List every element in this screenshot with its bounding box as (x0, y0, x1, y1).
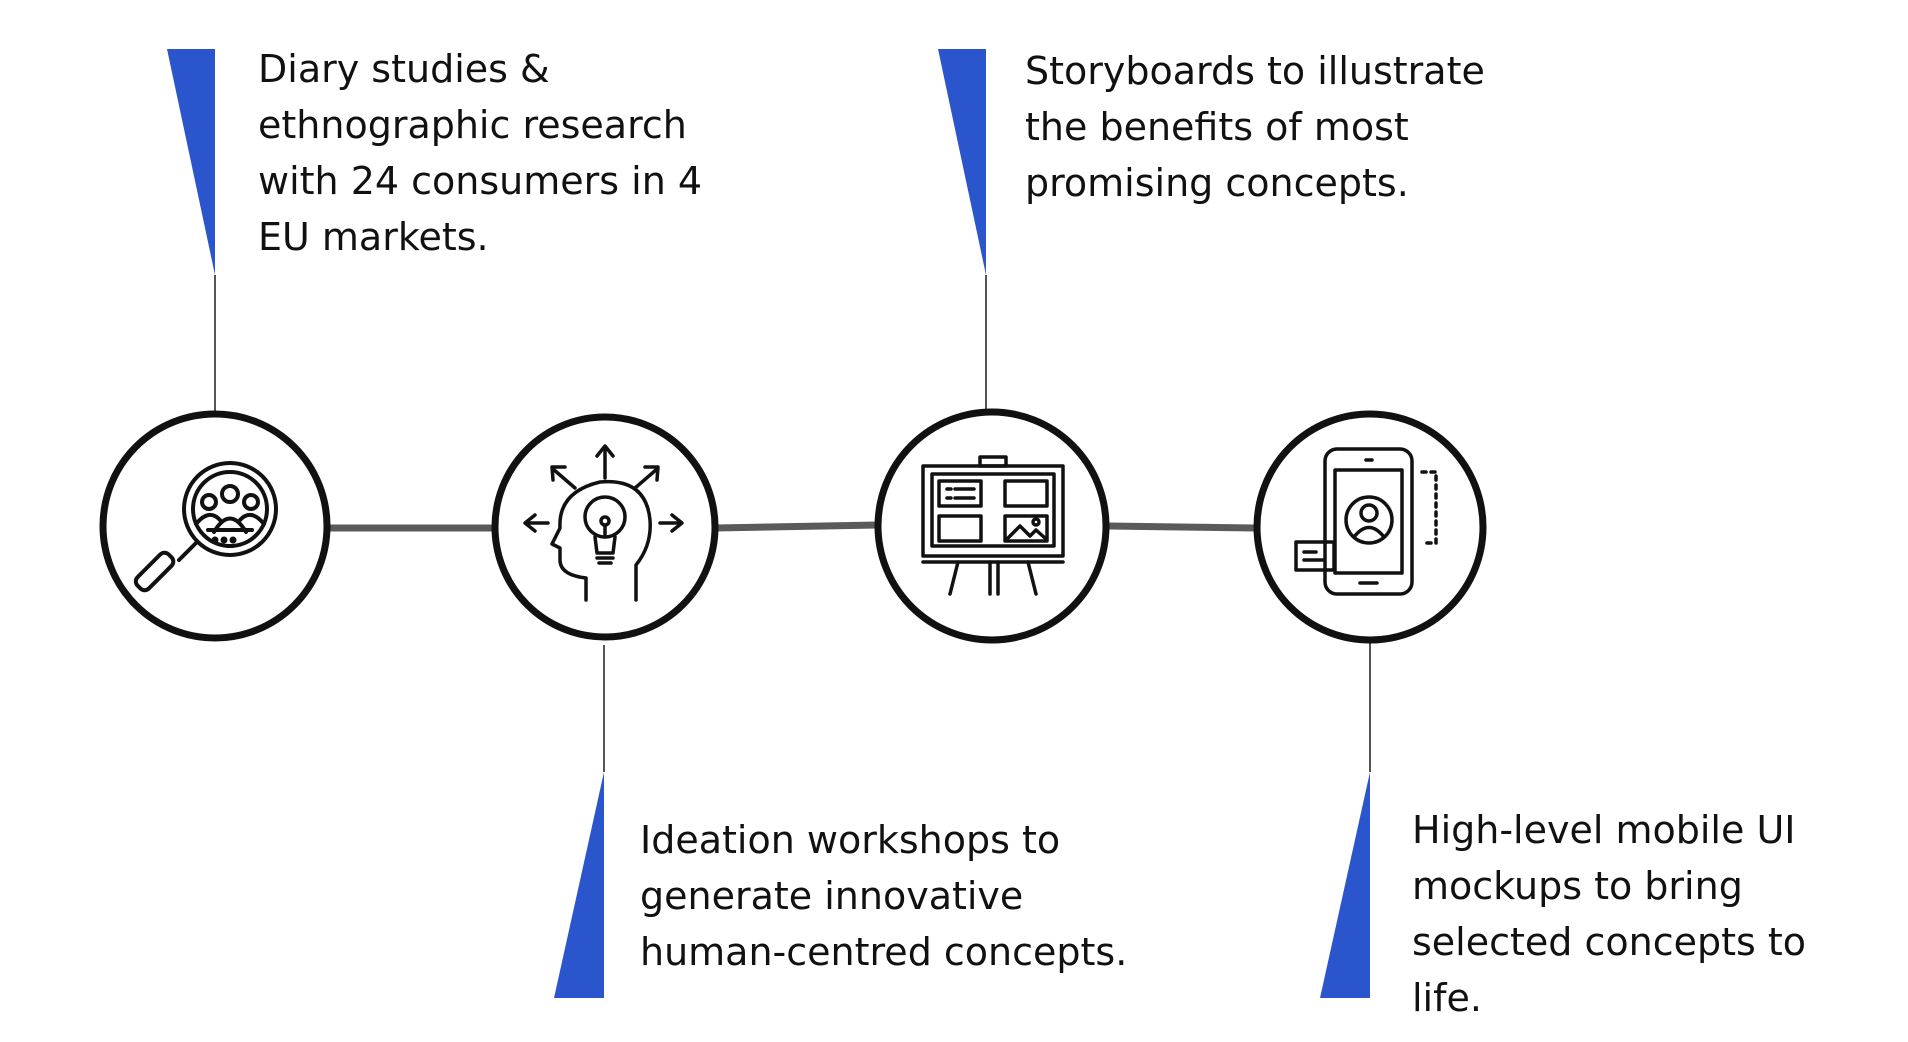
accent-wedges (167, 49, 1370, 998)
head-lightbulb-icon (523, 444, 684, 602)
connector-3-4 (1108, 522, 1256, 532)
step-1-circle (99, 410, 331, 642)
storyboard-easel-icon (921, 455, 1065, 596)
step-3-circle (874, 408, 1110, 644)
step-3-node (874, 408, 1110, 644)
step-2-node (491, 413, 719, 641)
wedge-1 (167, 49, 215, 275)
connector-2-3 (714, 521, 879, 532)
wedge-3 (938, 49, 986, 275)
callout-stems (214, 275, 1371, 772)
step-4-node (1253, 410, 1487, 644)
magnifier-people-icon (133, 461, 278, 593)
mobile-profile-icon (1294, 447, 1438, 596)
step-1-description: Diary studies & ethnographic research wi… (258, 47, 703, 259)
timeline-connectors (326, 521, 1256, 532)
step-4-description: High-level mobile UI mockups to bring se… (1412, 808, 1807, 1020)
step-1-node (99, 410, 331, 642)
step-3-description: Storyboards to illustrate the benefits o… (1025, 49, 1485, 205)
step-2-description: Ideation workshops to generate innovativ… (640, 818, 1128, 974)
wedge-4 (1320, 772, 1370, 998)
wedge-2 (554, 772, 604, 998)
